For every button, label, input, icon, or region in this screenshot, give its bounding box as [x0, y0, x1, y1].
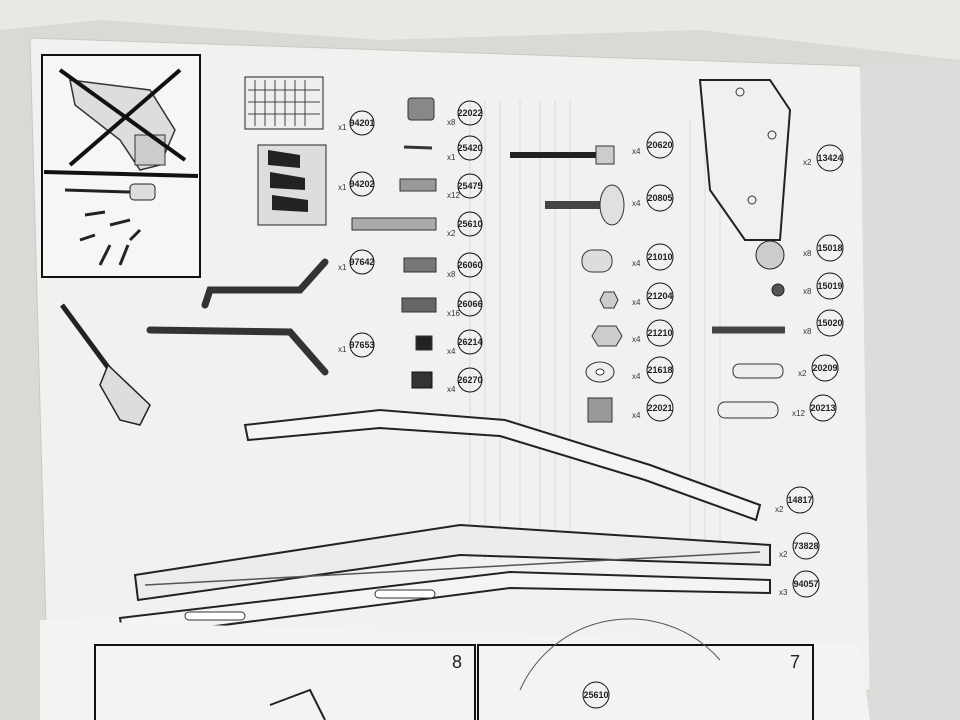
part-code: 25610	[457, 219, 482, 229]
cam-lock-card	[244, 76, 324, 130]
part-code: 14817	[787, 495, 812, 505]
part-13424: 13424 x2	[698, 79, 844, 241]
part-code: 97642	[349, 257, 374, 267]
part-code: 20620	[647, 140, 672, 150]
hand-screwdriver-icon	[59, 303, 151, 426]
part-qty: x8	[803, 287, 812, 296]
part-qty: x2	[779, 550, 788, 559]
part-qty: x2	[775, 505, 784, 514]
part-code: 15020	[817, 318, 842, 328]
part-qty: x4	[447, 385, 456, 394]
wrench-card	[257, 144, 327, 226]
part-code: 21204	[647, 291, 672, 301]
part-code: 15019	[817, 281, 842, 291]
part-code: 94057	[793, 579, 818, 589]
part-20620: 20620 x4	[510, 131, 674, 165]
part-25420: 25420 x1	[403, 135, 483, 162]
part-20805: 20805 x4	[545, 184, 674, 226]
step-number: 8	[452, 652, 462, 672]
part-94201: 94201 x1	[338, 110, 375, 136]
part-26270: 26270 x4	[411, 367, 483, 394]
part-qty: x2	[447, 229, 456, 238]
part-qty: x1	[338, 183, 347, 192]
part-qty: x3	[779, 588, 788, 597]
part-code: 26214	[457, 337, 482, 347]
part-code: 22021	[647, 403, 672, 413]
part-21618: 21618 x4	[585, 356, 674, 384]
tools-box	[41, 54, 201, 278]
part-code: 26270	[457, 375, 482, 385]
part-qty: x1	[338, 123, 347, 132]
part-20209: 20209 x2	[732, 354, 839, 382]
part-qty: x4	[447, 347, 456, 356]
part-21204: 21204 x4	[599, 282, 674, 310]
part-code: 97653	[349, 340, 374, 350]
part-20213: 20213 x12	[717, 394, 837, 422]
part-qty: x4	[632, 298, 641, 307]
part-qty: x4	[632, 147, 641, 156]
allen-key-97653	[146, 326, 329, 376]
part-15019: 15019 x8	[771, 272, 844, 300]
part-code: 21618	[647, 365, 672, 375]
step-8-panel: 8	[94, 644, 476, 720]
part-25475: 25475 x12	[399, 173, 483, 200]
part-qty: x4	[632, 411, 641, 420]
part-code: 26060	[457, 260, 482, 270]
part-qty: x16	[447, 309, 460, 318]
part-22021: 22021 x4	[587, 394, 674, 423]
part-qty: x2	[798, 369, 807, 378]
part-21210: 21210 x4	[591, 319, 674, 347]
part-qty: x8	[803, 327, 812, 336]
part-code: 25610	[583, 690, 608, 700]
part-code: 22022	[457, 108, 482, 118]
part-94202: 94202 x1	[338, 171, 375, 197]
part-26214: 26214 x4	[415, 329, 483, 356]
part-qty: x8	[803, 249, 812, 258]
table-surface	[860, 60, 960, 720]
part-15018: 15018 x8	[755, 234, 844, 270]
part-qty: x4	[632, 199, 641, 208]
part-code: 25475	[457, 181, 482, 191]
part-code: 20209	[812, 363, 837, 373]
part-code: 21010	[647, 252, 672, 262]
no-power-drill-icon	[58, 68, 187, 171]
part-qty: x12	[792, 409, 805, 418]
rail-73828: 73828 x2	[133, 523, 820, 602]
part-qty: x1	[447, 153, 456, 162]
part-26060: 26060 x8	[403, 252, 483, 279]
part-21010: 21010 x4	[581, 243, 674, 273]
part-code: 26066	[457, 299, 482, 309]
part-code: 20213	[810, 403, 835, 413]
part-code: 20805	[647, 193, 672, 203]
part-26066: 26066 x16	[401, 291, 483, 318]
part-code: 13424	[817, 153, 842, 163]
part-qty: x1	[338, 345, 347, 354]
part-15020: 15020 x8	[712, 309, 844, 337]
part-code: 25420	[457, 143, 482, 153]
part-qty: x8	[447, 118, 456, 127]
part-code: 21210	[647, 328, 672, 338]
back-sheet	[0, 0, 960, 60]
part-code: 94202	[349, 179, 374, 189]
part-97653: 97653 x1	[338, 332, 375, 358]
part-qty: x12	[447, 191, 460, 200]
part-97642: 97642 x1	[338, 249, 375, 275]
screwdriver-icon	[64, 183, 156, 266]
part-qty: x1	[338, 263, 347, 272]
part-25610: 25610 x2	[351, 211, 483, 238]
part-qty: x4	[632, 335, 641, 344]
part-qty: x4	[632, 259, 641, 268]
rail-14817: 14817 x2	[243, 408, 814, 522]
part-code: 73828	[793, 541, 818, 551]
part-qty: x4	[632, 372, 641, 381]
step-7-panel: 7 25610	[477, 618, 814, 720]
step-number: 7	[790, 652, 800, 672]
part-qty: x2	[803, 158, 812, 167]
part-code: 94201	[349, 118, 374, 128]
part-code: 15018	[817, 243, 842, 253]
part-qty: x8	[447, 270, 456, 279]
part-22022: 22022 x8	[407, 97, 483, 127]
allen-key-97642	[201, 258, 329, 309]
